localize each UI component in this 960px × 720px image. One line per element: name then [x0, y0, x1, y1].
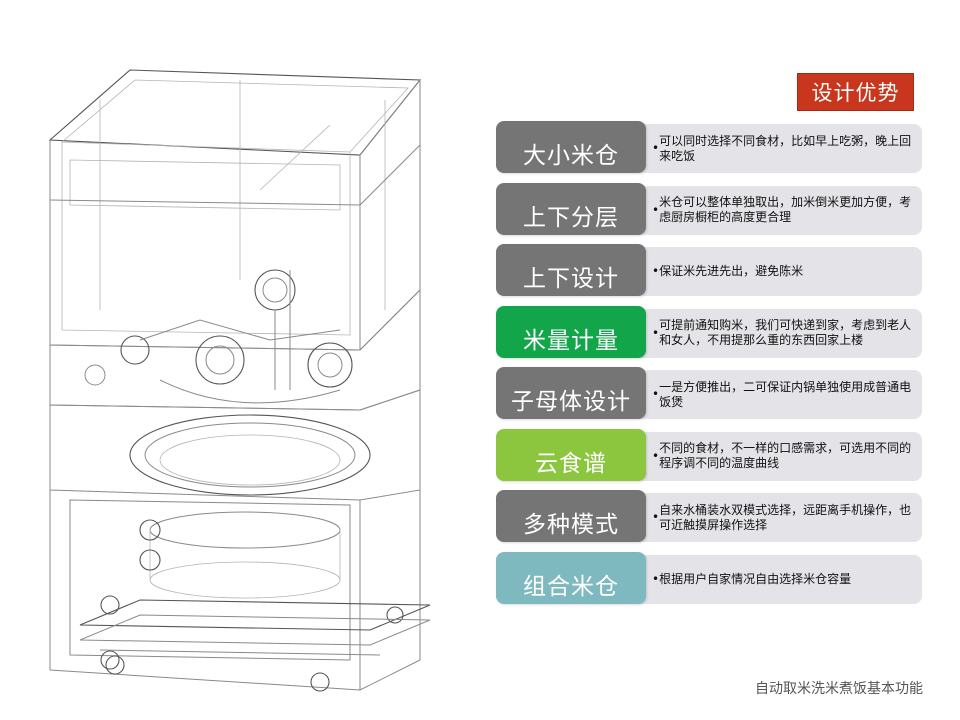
feature-row: •不同的食材，不一样的口感需求，可选用不同的程序调不同的温度曲线 云食谱: [496, 428, 924, 481]
feature-description-text: 保证米先进先出，避免陈米: [659, 264, 804, 278]
feature-row: •米仓可以整体单独取出，加米倒米更加方便，考虑厨房橱柜的高度更合理 上下分层: [496, 182, 924, 235]
bullet: •: [652, 387, 660, 401]
footer-caption: 自动取米洗米煮饭基本功能: [755, 681, 923, 697]
feature-label: 上下分层: [496, 182, 646, 235]
bullet: •: [652, 510, 660, 524]
feature-description: •可提前通知购米，我们可快递到家，考虑到老人和女人，不用提那么重的东西回家上楼: [628, 308, 922, 358]
bullet: •: [652, 202, 660, 217]
feature-description: •一是方便推出，二可保证内锅单独使用成普通电饭煲: [628, 370, 922, 419]
feature-row: •可以同时选择不同食材，比如早上吃粥，晚上回来吃饭 大小米仓: [496, 121, 924, 173]
feature-description-text: 可以同时选择不同食材，比如早上吃粥，晚上回来吃饭: [659, 133, 912, 163]
feature-label-text: 大小米仓: [523, 143, 619, 169]
feature-label: 上下设计: [496, 244, 646, 296]
feature-description-text: 可提前通知购米，我们可快递到家，考虑到老人和女人，不用提那么重的东西回家上楼: [659, 318, 912, 347]
rice-machine-wireframe-image: [40, 60, 450, 700]
feature-row: •自来水桶装水双模式选择，远距离手机操作，也可近触摸屏操作选择 多种模式: [496, 490, 924, 542]
feature-list: •可以同时选择不同食材，比如早上吃粥，晚上回来吃饭 大小米仓 •米仓可以整体单独…: [496, 121, 924, 613]
feature-row: •保证米先进先出，避免陈米 上下设计: [496, 244, 924, 296]
feature-label: 组合米仓: [496, 551, 646, 604]
feature-row: •可提前通知购米，我们可快递到家，考虑到老人和女人，不用提那么重的东西回家上楼 …: [496, 305, 924, 358]
feature-description-text: 不同的食材，不一样的口感需求，可选用不同的程序调不同的温度曲线: [659, 441, 912, 470]
feature-label-text: 上下设计: [523, 266, 619, 292]
feature-label: 子母体设计: [496, 367, 646, 419]
feature-row: •根据用户自家情况自由选择米仓容量 组合米仓: [496, 551, 924, 604]
feature-label-text: 组合米仓: [523, 573, 619, 600]
bullet: •: [652, 264, 660, 278]
feature-description: •自来水桶装水双模式选择，远距离手机操作，也可近触摸屏操作选择: [628, 493, 922, 542]
feature-row: •一是方便推出，二可保证内锅单独使用成普通电饭煲 子母体设计: [496, 367, 924, 419]
feature-description: •保证米先进先出，避免陈米: [628, 247, 922, 296]
feature-label: 多种模式: [496, 490, 646, 542]
feature-description-text: 根据用户自家情况自由选择米仓容量: [659, 571, 852, 586]
feature-label: 云食谱: [496, 428, 646, 481]
feature-label-text: 子母体设计: [511, 389, 631, 415]
feature-label-text: 多种模式: [523, 512, 619, 538]
feature-description-text: 自来水桶装水双模式选择，远距离手机操作，也可近触摸屏操作选择: [659, 502, 912, 532]
feature-label: 大小米仓: [496, 121, 646, 173]
bullet: •: [652, 571, 660, 586]
feature-description: •根据用户自家情况自由选择米仓容量: [628, 554, 922, 604]
feature-label: 米量计量: [496, 305, 646, 358]
feature-description: •米仓可以整体单独取出，加米倒米更加方便，考虑厨房橱柜的高度更合理: [628, 185, 922, 235]
feature-label-text: 米量计量: [523, 327, 619, 354]
bullet: •: [652, 325, 660, 340]
feature-label-text: 上下分层: [523, 204, 619, 231]
bullet: •: [652, 141, 660, 155]
feature-description: •可以同时选择不同食材，比如早上吃粥，晚上回来吃饭: [628, 124, 922, 173]
feature-description-text: 一是方便推出，二可保证内锅单独使用成普通电饭煲: [659, 379, 912, 409]
feature-description: •不同的食材，不一样的口感需求，可选用不同的程序调不同的温度曲线: [628, 431, 922, 481]
feature-label-text: 云食谱: [535, 450, 607, 477]
bullet: •: [652, 448, 660, 463]
feature-description-text: 米仓可以整体单独取出，加米倒米更加方便，考虑厨房橱柜的高度更合理: [659, 195, 912, 224]
machine-drawing: [48, 69, 431, 692]
section-title-tag: 设计优势: [797, 73, 914, 111]
